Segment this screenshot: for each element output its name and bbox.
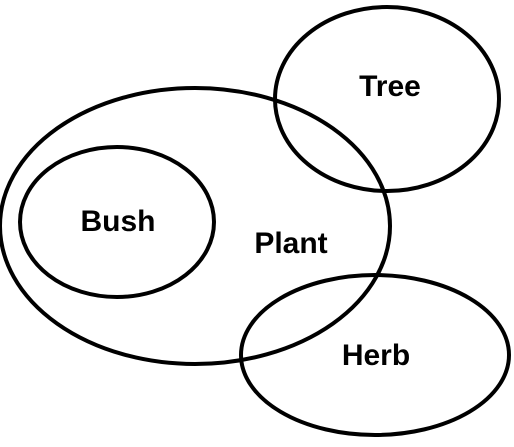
herb-set-ellipse <box>239 273 511 437</box>
bush-set-ellipse <box>18 145 216 299</box>
tree-set-ellipse <box>273 5 501 193</box>
plant-label: Plant <box>254 227 327 260</box>
bush-label: Bush <box>81 205 156 238</box>
herb-label: Herb <box>342 339 410 372</box>
tree-label: Tree <box>359 70 421 103</box>
plant-set-ellipse <box>0 86 392 366</box>
